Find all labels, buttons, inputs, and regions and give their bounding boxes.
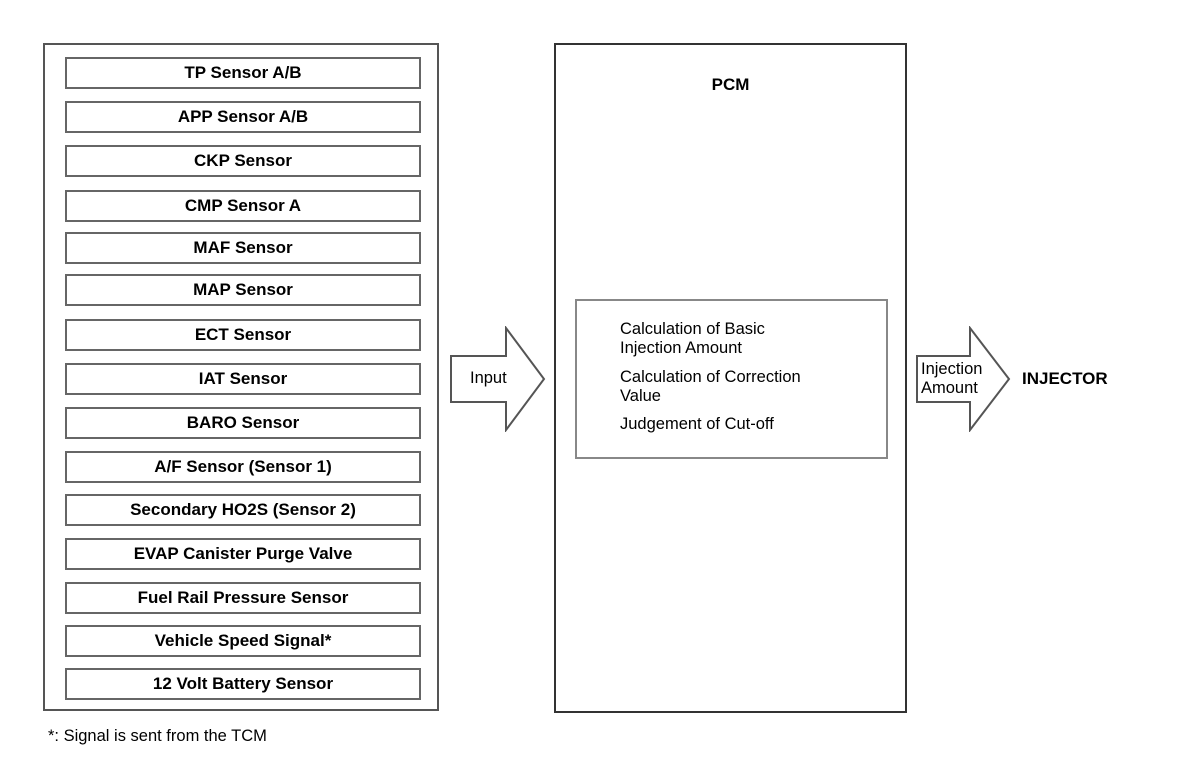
output-arrow-label-line-1: Injection (921, 360, 983, 378)
sensor-input-panel: TP Sensor A/B APP Sensor A/B CKP Sensor … (43, 43, 439, 711)
sensor-label: MAF Sensor (193, 238, 293, 257)
sensor-item: TP Sensor A/B (65, 57, 421, 89)
output-arrow-shape (916, 326, 1011, 432)
sensor-list: TP Sensor A/B APP Sensor A/B CKP Sensor … (45, 45, 437, 709)
sensor-label: BARO Sensor (186, 413, 300, 432)
sensor-label: TP Sensor A/B (184, 63, 302, 82)
sensor-item: Vehicle Speed Signal* (65, 625, 421, 657)
output-arrow-label-line-2: Amount (921, 379, 978, 397)
correction-value-line-1: Calculation of Correction (620, 368, 801, 386)
footnote: *: Signal is sent from the TCM (48, 727, 267, 745)
sensor-item: Fuel Rail Pressure Sensor (65, 582, 421, 614)
input-arrow-shape (450, 326, 546, 432)
sensor-label: MAP Sensor (193, 280, 293, 299)
sensor-label: CMP Sensor A (184, 196, 302, 215)
sensor-label: EVAP Canister Purge Valve (133, 544, 353, 563)
sensor-label: Vehicle Speed Signal* (154, 631, 332, 650)
calculation-box: Calculation of Basic Injection Amount Ca… (575, 299, 888, 459)
basic-injection-calculation: Calculation of Basic Injection Amount (620, 320, 880, 358)
input-arrow-label: Input (470, 369, 507, 387)
sensor-label: Fuel Rail Pressure Sensor (137, 588, 349, 607)
basic-injection-line-1: Calculation of Basic (620, 320, 765, 338)
sensor-item: ECT Sensor (65, 319, 421, 351)
sensor-item: MAF Sensor (65, 232, 421, 264)
input-arrow (450, 326, 546, 432)
injector-label: INJECTOR (1022, 369, 1108, 388)
sensor-item: MAP Sensor (65, 274, 421, 306)
sensor-item: A/F Sensor (Sensor 1) (65, 451, 421, 483)
pcm-title: PCM (711, 75, 750, 94)
sensor-item: APP Sensor A/B (65, 101, 421, 133)
sensor-label: A/F Sensor (Sensor 1) (154, 457, 332, 476)
correction-value-calculation: Calculation of Correction Value (620, 368, 880, 406)
sensor-item: CMP Sensor A (65, 190, 421, 222)
sensor-item: 12 Volt Battery Sensor (65, 668, 421, 700)
output-arrow-label: Injection Amount (921, 360, 982, 398)
sensor-label: Secondary HO2S (Sensor 2) (130, 500, 356, 519)
pcm-panel: PCM Calculation of Basic Injection Amoun… (554, 43, 907, 713)
sensor-label: 12 Volt Battery Sensor (152, 674, 334, 693)
sensor-item: BARO Sensor (65, 407, 421, 439)
sensor-item: CKP Sensor (65, 145, 421, 177)
sensor-label: CKP Sensor (194, 151, 292, 170)
basic-injection-line-2: Injection Amount (620, 339, 742, 357)
sensor-item: Secondary HO2S (Sensor 2) (65, 494, 421, 526)
output-arrow (916, 326, 1011, 432)
sensor-item: EVAP Canister Purge Valve (65, 538, 421, 570)
sensor-label: APP Sensor A/B (177, 107, 309, 126)
correction-value-line-2: Value (620, 387, 661, 405)
cutoff-judgement: Judgement of Cut-off (620, 415, 774, 433)
sensor-item: IAT Sensor (65, 363, 421, 395)
sensor-label: IAT Sensor (198, 369, 288, 388)
sensor-label: ECT Sensor (194, 325, 292, 344)
